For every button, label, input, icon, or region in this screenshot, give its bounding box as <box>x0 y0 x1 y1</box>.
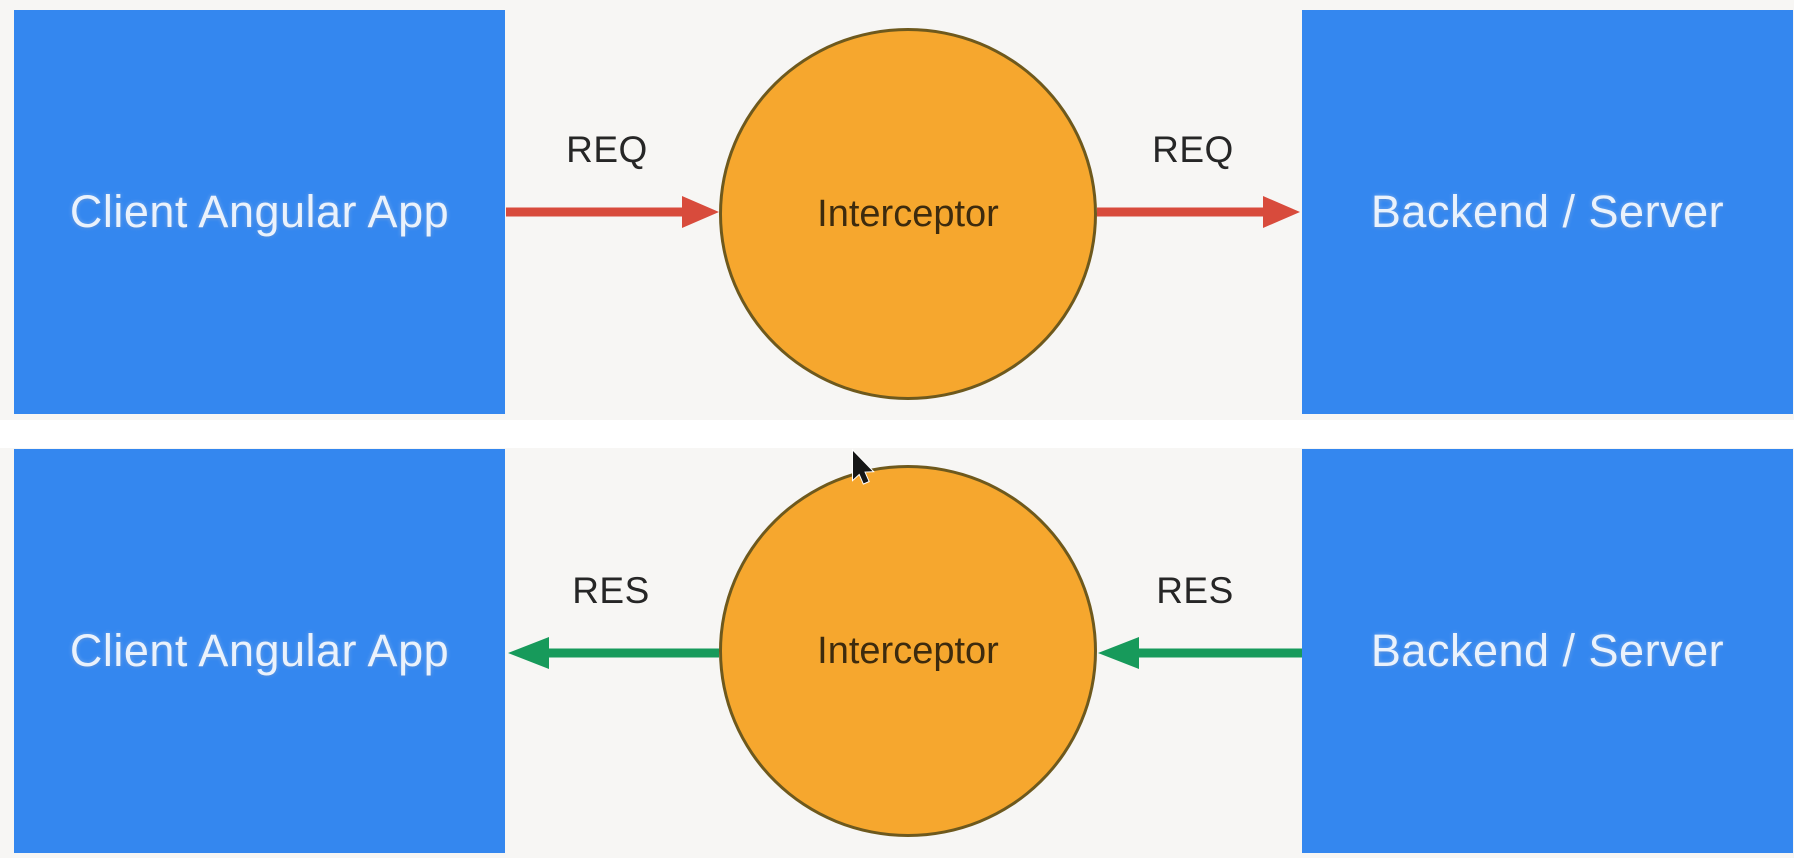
req-label-interceptor-to-backend: REQ <box>1152 129 1234 170</box>
backend-server-label: Backend / Server <box>1370 186 1725 237</box>
client-angular-app-label: Client Angular App <box>69 186 450 237</box>
interceptor-label: Interceptor <box>817 629 999 672</box>
backend-server-box-response: Backend / Server <box>1302 449 1793 853</box>
interceptor-circle-request: Interceptor <box>719 28 1097 400</box>
backend-server-label: Backend / Server <box>1370 625 1725 676</box>
res-label-interceptor-to-client: RES <box>572 570 650 611</box>
interceptor-circle-response: Interceptor <box>719 465 1097 837</box>
client-angular-app-label: Client Angular App <box>69 625 450 676</box>
backend-server-box-request: Backend / Server <box>1302 10 1793 414</box>
client-angular-app-box-request: Client Angular App <box>14 10 505 414</box>
client-angular-app-box-response: Client Angular App <box>14 449 505 853</box>
req-label-client-to-interceptor: REQ <box>566 129 648 170</box>
res-label-backend-to-interceptor: RES <box>1156 570 1234 611</box>
interceptor-label: Interceptor <box>817 192 999 235</box>
